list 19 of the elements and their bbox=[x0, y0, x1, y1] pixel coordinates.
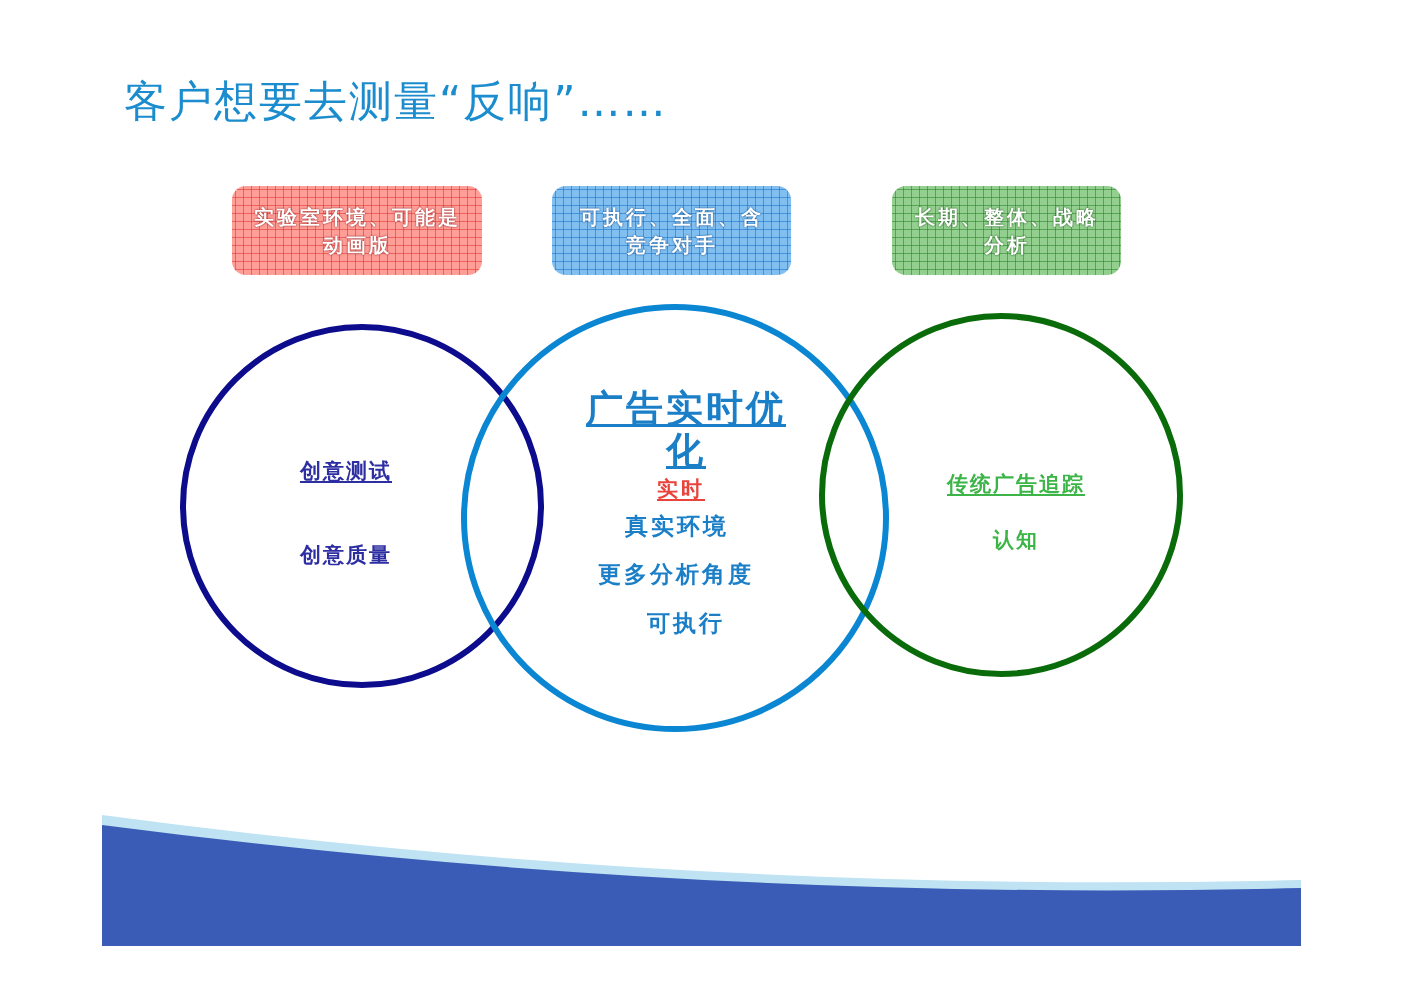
topic-item: 可执行 bbox=[647, 609, 725, 637]
page-title: 客户想要去测量“反响”…… bbox=[124, 75, 668, 128]
topic-item: 实时 bbox=[657, 476, 705, 502]
grid-panel bbox=[892, 186, 1121, 275]
panel-label: 实验室环境、可能是动画版 bbox=[252, 203, 462, 259]
grid-panel bbox=[232, 186, 482, 275]
topic-heading: 广告实时优化 bbox=[585, 388, 787, 472]
topic-item: 真实环境 bbox=[625, 512, 729, 540]
topic-heading: 创意测试 bbox=[300, 458, 392, 485]
topic-item: 更多分析角度 bbox=[598, 560, 754, 588]
ring-outline bbox=[180, 324, 544, 688]
topic-heading: 传统广告追踪 bbox=[947, 471, 1085, 498]
panel-label: 可执行、全面、含竞争对手 bbox=[578, 203, 765, 259]
topic-item: 创意质量 bbox=[300, 542, 392, 569]
panel-label: 长期、整体、战略分析 bbox=[913, 203, 1100, 259]
topic-item: 认知 bbox=[993, 527, 1039, 554]
ring-outline bbox=[461, 304, 889, 732]
ring-outline bbox=[819, 313, 1183, 677]
grid-panel bbox=[552, 186, 791, 275]
